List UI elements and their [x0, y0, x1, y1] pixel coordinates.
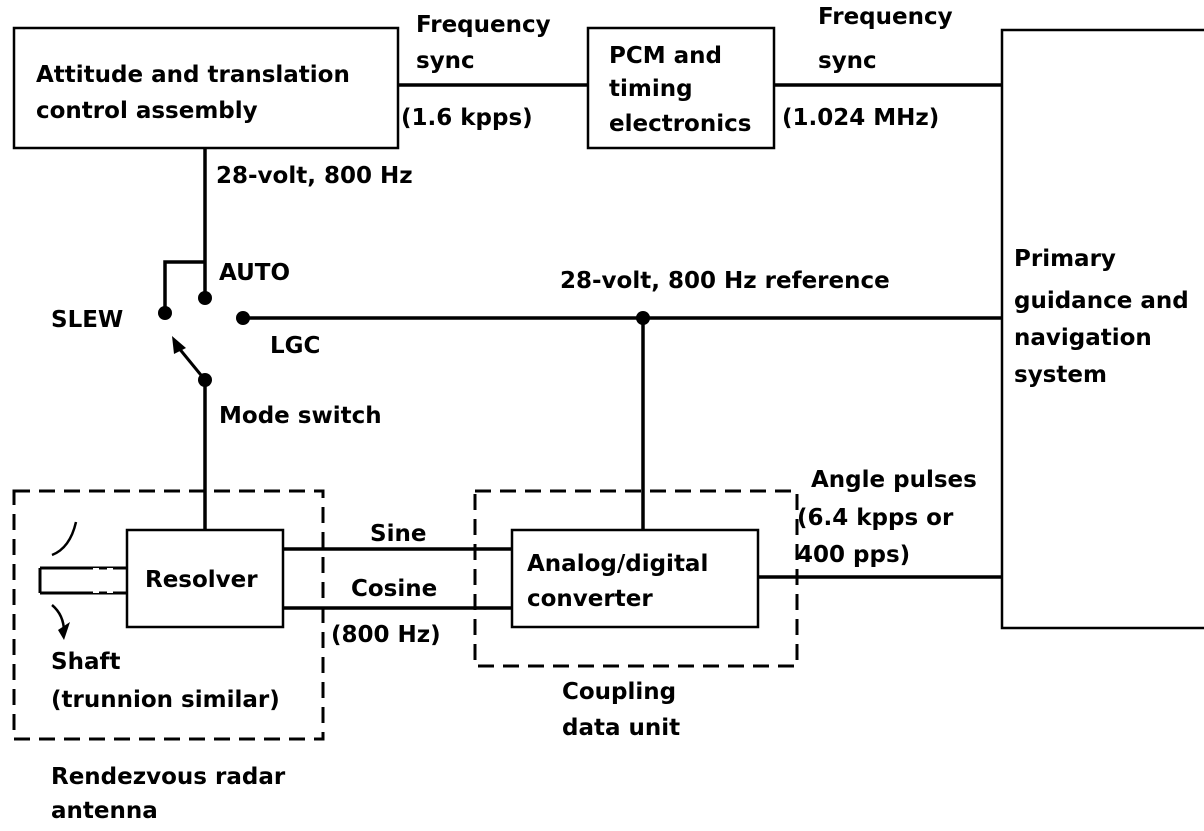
rotation-arc-upper	[51, 521, 78, 557]
atca-box	[12, 26, 400, 150]
cdu-label-line2: data unit	[562, 715, 680, 741]
pgns-label-line1: Primary	[1014, 246, 1116, 272]
switch-contact-lgc	[236, 311, 250, 325]
rotation-arrow-icon	[58, 622, 70, 640]
atca-label-line1: Attitude and translation	[36, 62, 350, 88]
freq-sync-1-line2: sync	[416, 48, 475, 74]
pcm-label-line1: PCM and	[609, 43, 722, 69]
freq-sync-1-line1: Frequency	[416, 12, 551, 38]
switch-slew-label: SLEW	[51, 307, 123, 333]
shaft-break	[93, 568, 113, 593]
freq-sync-1-rate: (1.6 kpps)	[401, 105, 533, 131]
switch-lgc-label: LGC	[270, 333, 320, 359]
resolver-block: Resolver	[125, 528, 285, 629]
angle-pulses-line3: 400 pps)	[797, 542, 910, 568]
reference-junction	[636, 311, 650, 325]
resolver-freq-label: (800 Hz)	[331, 622, 441, 648]
adc-block: Analog/digital converter	[510, 528, 760, 629]
angle-pulses-line1: Angle pulses	[811, 467, 977, 493]
cdu-group-outline	[473, 489, 799, 668]
switch-caption: Mode switch	[219, 403, 382, 429]
antenna-group-outline	[12, 489, 325, 741]
shaft-label-line1: Shaft	[51, 649, 120, 675]
antenna-label-line1: Rendezvous radar	[51, 764, 286, 790]
mode-switch	[158, 291, 650, 387]
pcm-label-line2: timing	[609, 76, 693, 102]
freq-sync-2-line1: Frequency	[818, 4, 953, 30]
angle-pulses-line2: (6.4 kpps or	[797, 505, 954, 531]
pcm-box	[586, 26, 776, 150]
shaft-label-line2: (trunnion similar)	[51, 687, 280, 713]
wire-slew-branch	[163, 260, 205, 313]
atca-label-line2: control assembly	[36, 98, 258, 124]
shaft-body	[40, 566, 127, 595]
switch-auto-label: AUTO	[219, 260, 290, 286]
shaft-symbol	[38, 521, 127, 640]
freq-sync-2-rate: (1.024 MHz)	[782, 105, 939, 131]
atca-block: Attitude and translation control assembl…	[12, 26, 400, 150]
switch-contact-slew	[158, 306, 172, 320]
resolver-label: Resolver	[145, 567, 258, 593]
sine-label: Sine	[370, 521, 426, 547]
adc-box	[510, 528, 760, 629]
pgns-box	[1000, 28, 1204, 630]
pgns-label-line4: system	[1014, 362, 1107, 388]
switch-arrow-icon	[172, 336, 186, 354]
pcm-label-line3: electronics	[609, 111, 751, 137]
freq-sync-2-line2: sync	[818, 48, 877, 74]
adc-label-line2: converter	[527, 586, 653, 612]
pgns-label-line2: guidance and	[1014, 288, 1189, 314]
pgns-label-line3: navigation	[1014, 325, 1152, 351]
switch-contact-auto	[198, 291, 212, 305]
antenna-label-line2: antenna	[51, 798, 158, 824]
adc-label-line1: Analog/digital	[527, 551, 708, 577]
power-label: 28-volt, 800 Hz	[216, 163, 413, 189]
cosine-label: Cosine	[351, 576, 437, 602]
wires	[163, 83, 1002, 610]
reference-label: 28-volt, 800 Hz reference	[560, 268, 890, 294]
switch-lever	[176, 346, 207, 381]
cdu-label-line1: Coupling	[562, 679, 676, 705]
resolver-box	[125, 528, 285, 629]
pcm-block: PCM and timing electronics	[586, 26, 776, 150]
pgns-block: Primary guidance and navigation system	[1000, 28, 1204, 630]
